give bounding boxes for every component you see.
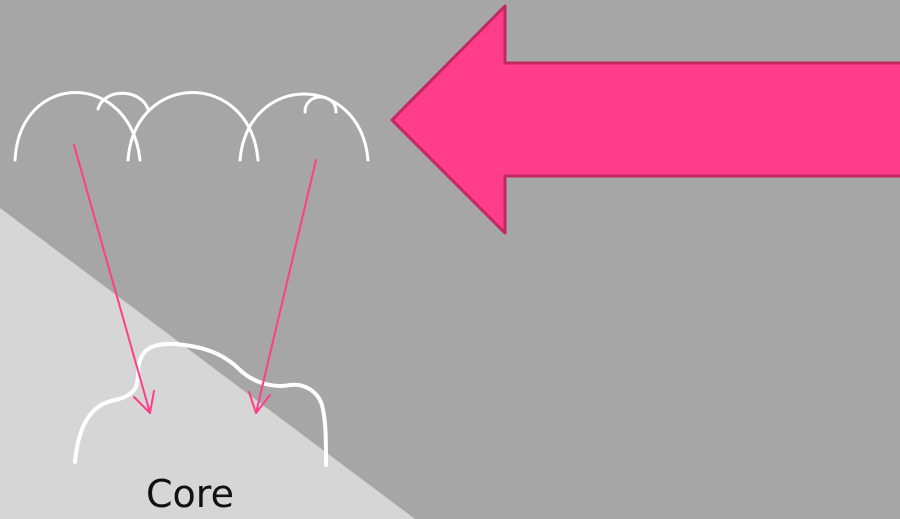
cloud-arch-left	[13, 91, 142, 162]
pointer-line-right	[255, 159, 317, 414]
pointer-arrowhead-left	[133, 390, 155, 414]
cloud-arch-middle	[126, 91, 260, 162]
pointer-line-left	[73, 144, 151, 414]
pointer-arrowhead-right	[248, 391, 271, 414]
top-cloud-outline	[13, 91, 370, 162]
light-diagonal-region	[0, 208, 415, 519]
core-outline	[73, 341, 328, 467]
cloud-arch-right	[238, 92, 370, 162]
cloud-bump-small-left	[96, 91, 150, 111]
pointer-arrows	[73, 144, 317, 414]
cloud-bump-small-right	[303, 95, 338, 114]
big-left-arrow	[390, 4, 900, 235]
core-label: Core	[146, 472, 234, 516]
